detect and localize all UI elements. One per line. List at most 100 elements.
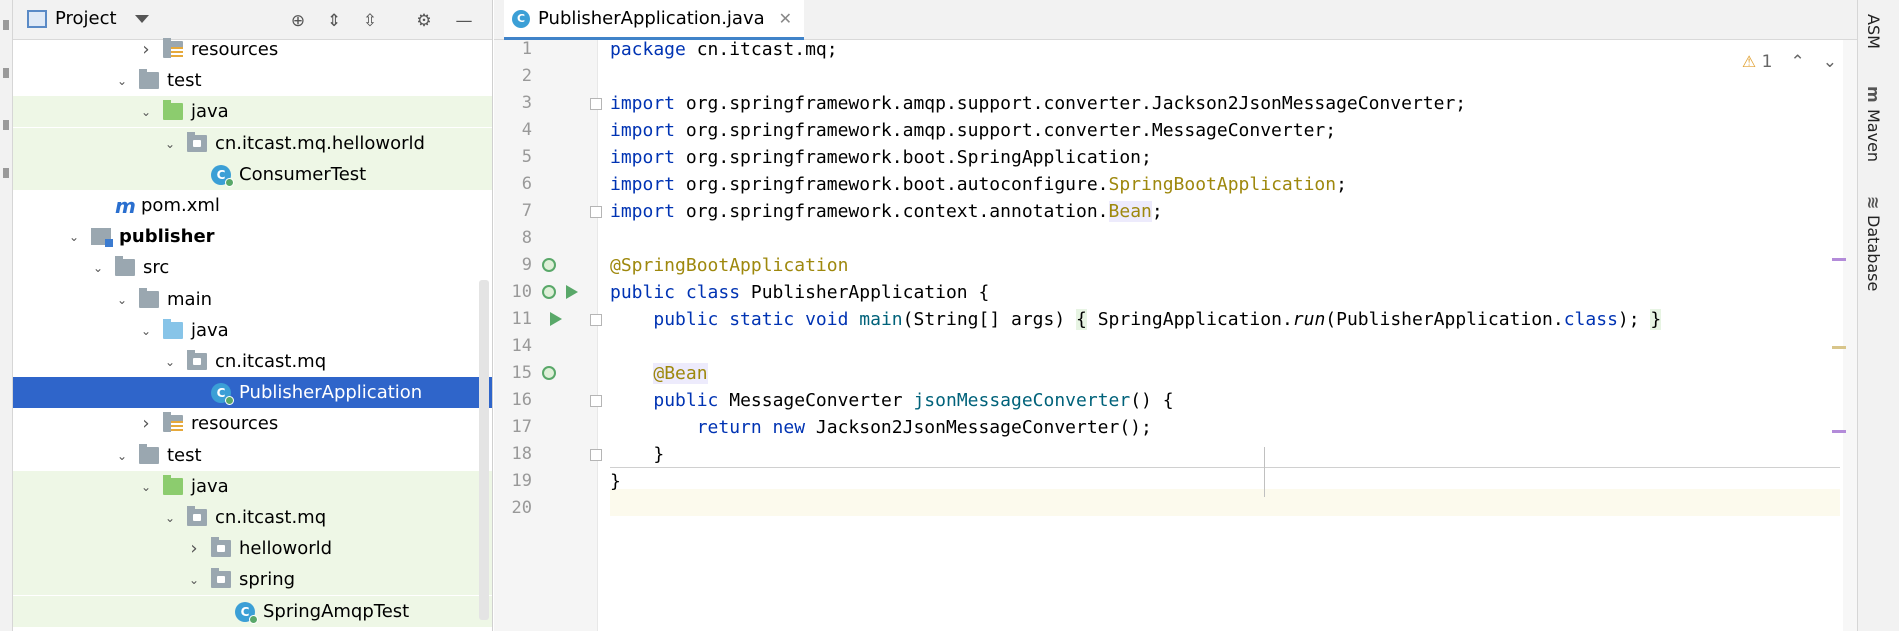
tree-item-label: resources bbox=[191, 413, 279, 434]
spring-bean-icon[interactable] bbox=[542, 258, 556, 272]
tree-item[interactable]: ⌄java bbox=[13, 315, 492, 346]
code-line: public class PublisherApplication { bbox=[610, 282, 990, 303]
tree-item-label: pom.xml bbox=[141, 195, 220, 216]
tool-asm[interactable]: ASM bbox=[1864, 14, 1883, 49]
fold-marker-icon[interactable] bbox=[590, 206, 602, 218]
tree-item[interactable]: ⌄test bbox=[13, 65, 492, 96]
line-number: 7 bbox=[521, 201, 532, 221]
folder-icon bbox=[139, 288, 159, 308]
fold-marker-icon[interactable] bbox=[590, 98, 602, 110]
indent-guide bbox=[1264, 447, 1265, 497]
line-number: 9 bbox=[521, 255, 532, 275]
folder-icon bbox=[139, 69, 159, 89]
chevron-right-icon[interactable]: › bbox=[142, 413, 150, 434]
package-icon bbox=[187, 506, 207, 526]
chevron-down-icon[interactable]: ⌄ bbox=[164, 510, 176, 525]
warning-icon: ⚠ bbox=[1741, 52, 1757, 71]
tree-item-label: cn.itcast.mq.helloworld bbox=[215, 133, 425, 154]
spring-bean-icon[interactable] bbox=[542, 285, 556, 299]
tool-window-tab[interactable] bbox=[3, 168, 9, 178]
chevron-down-icon[interactable]: ⌄ bbox=[116, 448, 128, 463]
collapse-all-icon[interactable]: ⇳ bbox=[362, 11, 378, 31]
tree-item[interactable]: ⌄cn.itcast.mq bbox=[13, 502, 492, 533]
maven-icon: m bbox=[1864, 86, 1883, 103]
tree-item[interactable]: ›helloworld bbox=[13, 533, 492, 564]
chevron-down-icon[interactable]: ⌄ bbox=[116, 292, 128, 307]
tool-database[interactable]: ≋Database bbox=[1864, 196, 1883, 292]
chevron-down-icon[interactable]: ⌄ bbox=[92, 260, 104, 275]
tree-item[interactable]: ⌄spring bbox=[13, 564, 492, 595]
run-icon[interactable] bbox=[566, 285, 578, 299]
folder-icon bbox=[115, 256, 135, 276]
chevron-down-icon[interactable]: ⌄ bbox=[68, 229, 80, 244]
line-number: 5 bbox=[521, 147, 532, 167]
fold-marker-icon[interactable] bbox=[590, 449, 602, 461]
tree-item[interactable]: ⌄cn.itcast.mq bbox=[13, 346, 492, 377]
tool-window-tab[interactable] bbox=[3, 120, 9, 130]
tab-publisher-application[interactable]: C PublisherApplication.java ✕ bbox=[504, 0, 805, 40]
line-number: 3 bbox=[521, 93, 532, 113]
tree-item[interactable]: ›resources bbox=[13, 34, 492, 65]
code-line: public MessageConverter jsonMessageConve… bbox=[653, 390, 1174, 411]
package-icon bbox=[211, 568, 231, 588]
chevron-down-icon[interactable]: ⌄ bbox=[164, 354, 176, 369]
error-stripe-mark[interactable] bbox=[1832, 346, 1846, 349]
tool-window-tab[interactable] bbox=[3, 20, 9, 30]
chevron-down-icon[interactable]: ⌄ bbox=[188, 572, 200, 587]
maven-file-icon: m bbox=[115, 193, 136, 218]
chevron-down-icon[interactable]: ⌄ bbox=[140, 323, 152, 338]
tree-item[interactable]: ⌄java bbox=[13, 471, 492, 502]
expand-all-icon[interactable]: ⇕ bbox=[326, 11, 342, 31]
tree-spacer bbox=[187, 168, 201, 182]
tree-item[interactable]: ⌄ java bbox=[13, 96, 492, 127]
crosshair-icon[interactable]: ⊕ bbox=[290, 11, 306, 31]
run-icon[interactable] bbox=[550, 312, 562, 326]
java-class-icon: C bbox=[211, 382, 234, 405]
chevron-down-icon[interactable]: ⌄ bbox=[140, 104, 152, 119]
tree-item-label: java bbox=[191, 101, 229, 122]
tree-item-label: main bbox=[167, 289, 212, 310]
close-icon[interactable]: ✕ bbox=[778, 9, 793, 28]
previous-highlight-icon[interactable]: ⌃ bbox=[1790, 52, 1805, 72]
editor-scrollbar[interactable] bbox=[1843, 40, 1857, 631]
chevron-down-icon[interactable]: ⌄ bbox=[164, 136, 176, 151]
line-number: 11 bbox=[511, 309, 532, 329]
chevron-down-icon[interactable]: ⌄ bbox=[116, 73, 128, 88]
tree-scrollbar[interactable] bbox=[479, 280, 489, 620]
inspection-widget[interactable]: ⚠ 1 ⌃ ⌄ bbox=[1742, 52, 1837, 72]
test-folder-icon bbox=[163, 100, 183, 120]
tree-item[interactable]: ⌄src bbox=[13, 252, 492, 283]
tree-item-label: publisher bbox=[119, 226, 215, 247]
fold-marker-icon[interactable] bbox=[590, 395, 602, 407]
chevron-down-icon[interactable]: ⌄ bbox=[140, 479, 152, 494]
error-stripe-mark[interactable] bbox=[1832, 258, 1846, 261]
error-stripe-mark[interactable] bbox=[1832, 430, 1846, 433]
fold-marker-icon[interactable] bbox=[590, 314, 602, 326]
chevron-right-icon[interactable]: › bbox=[142, 39, 150, 60]
editor-tab-bar: C PublisherApplication.java ✕ bbox=[494, 0, 1857, 40]
tree-item[interactable]: ⌄ cn.itcast.mq.helloworld bbox=[13, 128, 492, 159]
tool-asm-label: ASM bbox=[1864, 14, 1883, 49]
project-view-selector[interactable]: Project bbox=[27, 8, 149, 29]
tree-item[interactable]: ⌄ publisher bbox=[13, 221, 492, 252]
method-separator bbox=[610, 467, 1840, 468]
tool-window-tab[interactable] bbox=[3, 68, 9, 78]
next-highlight-icon[interactable]: ⌄ bbox=[1822, 52, 1837, 72]
tree-item[interactable]: › resources bbox=[13, 408, 492, 439]
minimize-icon[interactable]: — bbox=[455, 11, 473, 31]
gear-icon[interactable]: ⚙ bbox=[416, 11, 432, 31]
spring-bean-icon[interactable] bbox=[542, 366, 556, 380]
line-number: 4 bbox=[521, 120, 532, 140]
chevron-right-icon[interactable]: › bbox=[190, 538, 198, 559]
code-area[interactable]: package cn.itcast.mq; import org.springf… bbox=[610, 39, 1840, 631]
line-number: 18 bbox=[511, 444, 532, 464]
tree-item[interactable]: ⌄test bbox=[13, 440, 492, 471]
folder-icon bbox=[139, 444, 159, 464]
tree-item[interactable]: ⌄ main bbox=[13, 284, 492, 315]
